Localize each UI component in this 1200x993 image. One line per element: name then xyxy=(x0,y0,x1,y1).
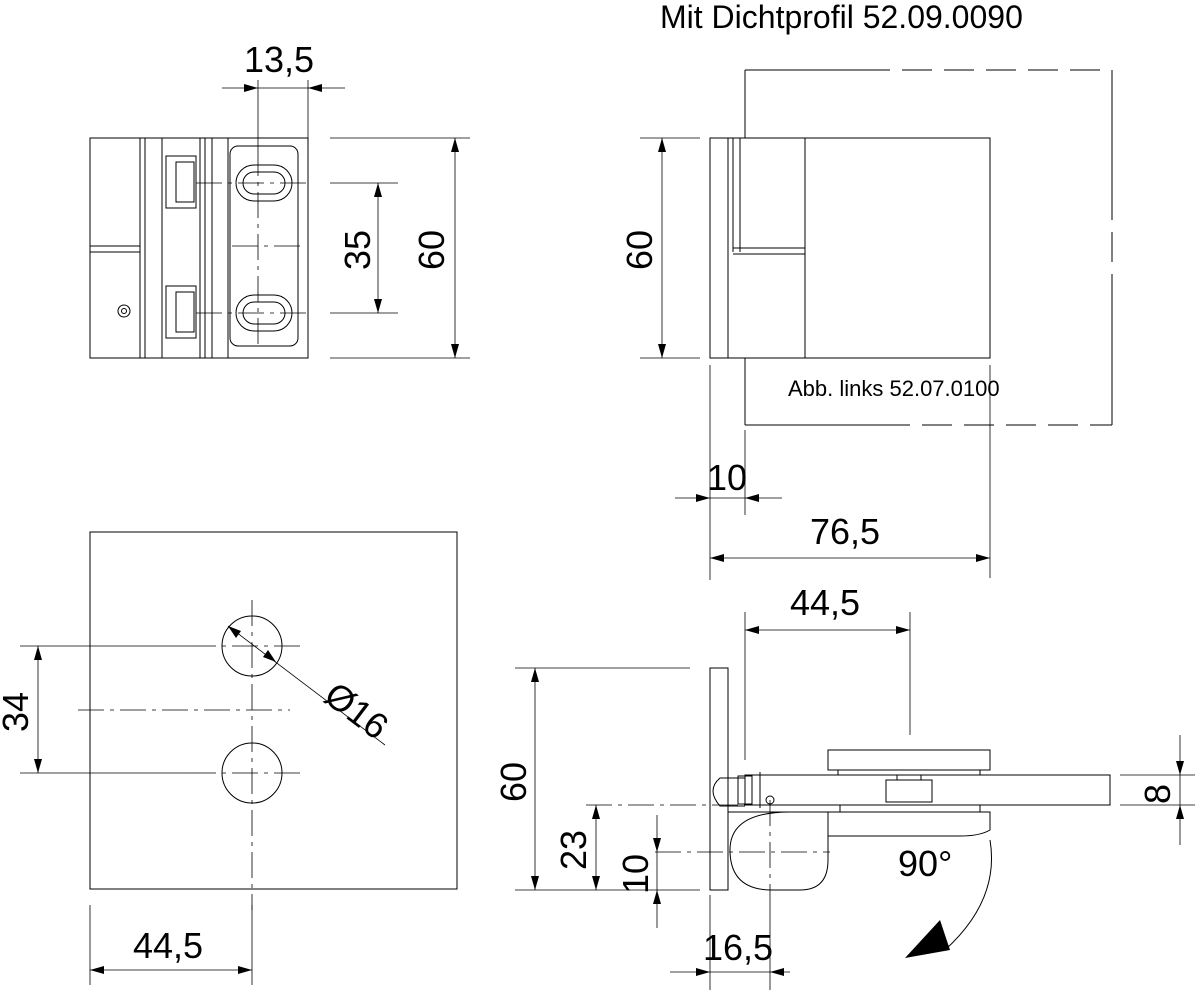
dim-23: 23 xyxy=(553,805,600,890)
dim-16-5-label: 16,5 xyxy=(703,927,773,968)
dim-60-bottom: 60 xyxy=(493,667,700,891)
dim-diameter-16-label: Ø16 xyxy=(317,674,396,748)
dim-10-bottom: 10 xyxy=(615,815,661,928)
dim-13-5: 13,5 xyxy=(222,39,345,150)
dim-diameter-16: Ø16 xyxy=(227,625,396,748)
dim-8-label: 8 xyxy=(1137,784,1178,804)
dim-76-5-label: 76,5 xyxy=(810,511,880,552)
reference-note: Abb. links 52.07.0100 xyxy=(788,376,1000,401)
dim-35-label: 35 xyxy=(337,230,378,270)
dim-10-bottom-label: 10 xyxy=(615,854,656,894)
rotation-90-indicator: 90° xyxy=(898,839,993,958)
dim-60-front: 60 xyxy=(330,137,470,359)
dim-60-side-label: 60 xyxy=(619,230,660,270)
dim-60-front-label: 60 xyxy=(411,230,452,270)
dim-34-label: 34 xyxy=(0,692,36,732)
dim-44-5-left-label: 44,5 xyxy=(133,925,203,966)
dim-60-bottom-label: 60 xyxy=(493,762,534,802)
dim-16-5: 16,5 xyxy=(670,895,790,990)
front-view xyxy=(89,137,310,359)
dim-10-top-label: 10 xyxy=(707,457,747,498)
dim-10-top: 10 xyxy=(675,365,782,580)
dim-34: 34 xyxy=(0,645,190,774)
dim-13-5-label: 13,5 xyxy=(244,39,314,80)
dim-8: 8 xyxy=(1120,735,1195,845)
side-view xyxy=(640,69,1113,426)
dim-44-5-left: 44,5 xyxy=(89,905,253,985)
dim-35: 35 xyxy=(330,182,398,314)
dim-44-5-right: 44,5 xyxy=(744,582,911,760)
dim-44-5-right-label: 44,5 xyxy=(790,582,860,623)
glass-hole-view xyxy=(78,531,458,910)
drawing-title: Mit Dichtprofil 52.09.0090 xyxy=(660,0,1023,35)
angle-90-label: 90° xyxy=(898,843,952,884)
dim-23-label: 23 xyxy=(553,830,594,870)
section-view xyxy=(586,667,1111,905)
dim-76-5: 76,5 xyxy=(710,365,991,578)
